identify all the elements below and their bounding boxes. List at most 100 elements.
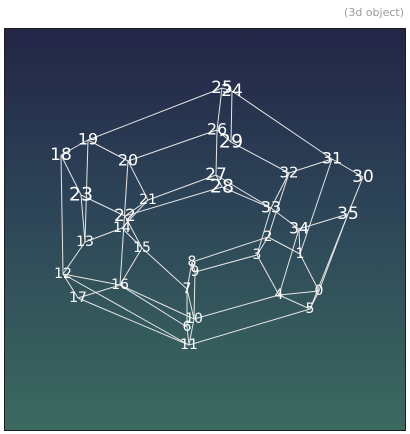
wireframe-edge [288, 158, 333, 174]
wireframe-edge [256, 207, 272, 256]
vertex-label-23: 23 [69, 184, 93, 206]
vertex-label-27: 27 [205, 165, 227, 185]
vertex-label-4: 4 [275, 287, 284, 303]
vertex-label-18: 18 [50, 145, 72, 165]
vertex-label-31: 31 [322, 149, 342, 168]
vertex-label-16: 16 [111, 277, 129, 293]
wireframe-edge [193, 294, 280, 320]
vertex-label-35: 35 [337, 204, 359, 224]
vertex-label-11: 11 [180, 337, 198, 353]
wireframe-edge [278, 290, 320, 296]
vertex-label-19: 19 [78, 130, 98, 149]
object-caption: (3d object) [344, 6, 404, 19]
wireframe-edge [121, 227, 143, 249]
wireframe-edge [186, 326, 190, 346]
vertex-label-7: 7 [183, 281, 192, 297]
wireframe-edge [191, 236, 269, 263]
vertex-label-32: 32 [279, 164, 298, 182]
wireframe-edge [60, 154, 64, 275]
vertex-label-10: 10 [185, 311, 203, 327]
vertex-label-6: 6 [183, 319, 192, 335]
wireframe-edge [62, 273, 79, 299]
wireframe-edge [221, 186, 272, 209]
wireframe-edge [80, 194, 126, 217]
wireframe-edge [270, 172, 290, 209]
vertex-label-30: 30 [352, 167, 374, 187]
wireframe-edge [298, 213, 349, 230]
wireframe-edge [191, 261, 196, 273]
wireframe-edge [215, 174, 223, 188]
vertex-label-22: 22 [114, 206, 136, 226]
wireframe-edge [119, 284, 195, 320]
vertex-label-13: 13 [76, 234, 94, 250]
wireframe-edge [267, 172, 290, 238]
wireframe-edge [119, 284, 188, 328]
vertex-label-3: 3 [253, 247, 262, 263]
wireframe-edge [267, 236, 301, 255]
vertex-label-1: 1 [296, 246, 305, 262]
vertex-label-2: 2 [264, 229, 273, 245]
wireframe-edge [84, 227, 123, 243]
vertex-label-25: 25 [211, 78, 233, 98]
wireframe-edge [331, 158, 364, 178]
wireframe-edge [147, 174, 217, 201]
wireframe-edge [299, 253, 320, 292]
wireframe-edge [256, 236, 269, 256]
wireframe-edge [230, 90, 233, 143]
vertex-label-0: 0 [315, 283, 324, 299]
wireframe-edge [193, 271, 196, 320]
wireframe-edge [87, 139, 129, 162]
wireframe-edge [121, 199, 149, 229]
wireframe-edge [188, 318, 195, 346]
wireframe-edge [186, 288, 195, 320]
wireframe-edge [299, 158, 333, 255]
wireframe-edge [231, 90, 333, 160]
wireframe-edge [124, 186, 223, 217]
vertex-label-24: 24 [221, 81, 243, 101]
vertex-label-17: 17 [69, 290, 87, 306]
wireframe-edge [216, 129, 232, 143]
wireframe-edge [347, 176, 364, 215]
wireframe-edge [278, 294, 311, 310]
wireframe-edge [62, 273, 121, 286]
wireframe-edge [141, 247, 188, 290]
vertex-label-33: 33 [261, 198, 281, 217]
wireframe-edge [256, 254, 280, 296]
vertex-label-12: 12 [54, 266, 72, 282]
wireframe-edge [127, 129, 218, 162]
wireframe-edge [60, 139, 89, 156]
wireframe-edge [80, 194, 86, 243]
wireframe-edge [278, 228, 300, 296]
wireframe-edge [221, 87, 233, 92]
wireframe-edge [84, 139, 89, 243]
wireframe-edge [188, 308, 311, 346]
wireframe-edge [119, 160, 129, 286]
vertex-label-8: 8 [188, 254, 197, 270]
wireframe-edge [270, 207, 300, 230]
wireframe-edge [119, 247, 143, 286]
wireframe-edge [77, 284, 121, 299]
vertex-label-26: 26 [207, 120, 227, 139]
wireframe-edge [124, 199, 149, 217]
vertex-label-5: 5 [306, 301, 315, 317]
wireframe-edge [62, 273, 190, 346]
wireframe-edge [186, 261, 193, 290]
wireframe-edge [215, 129, 218, 176]
wireframe-canvas[interactable]: 0123456789101112131415161718192021222324… [5, 29, 405, 430]
vertex-label-9: 9 [191, 264, 200, 280]
wireframe-edge [60, 154, 82, 196]
wireframe-edge [298, 228, 301, 255]
wireframe-edge [194, 254, 258, 273]
wireframe-edge [87, 87, 223, 141]
vertex-label-29: 29 [219, 131, 243, 153]
wireframe-edge [215, 174, 272, 209]
vertex-label-34: 34 [289, 219, 309, 238]
vertex-label-28: 28 [210, 176, 234, 198]
vertex-label-21: 21 [139, 192, 157, 208]
wireframe-edge [62, 241, 86, 275]
wireframe-edge [230, 141, 290, 174]
wireframe-edge [127, 160, 149, 201]
wireframe-edge [77, 297, 190, 346]
wireframe-edge [216, 87, 223, 131]
